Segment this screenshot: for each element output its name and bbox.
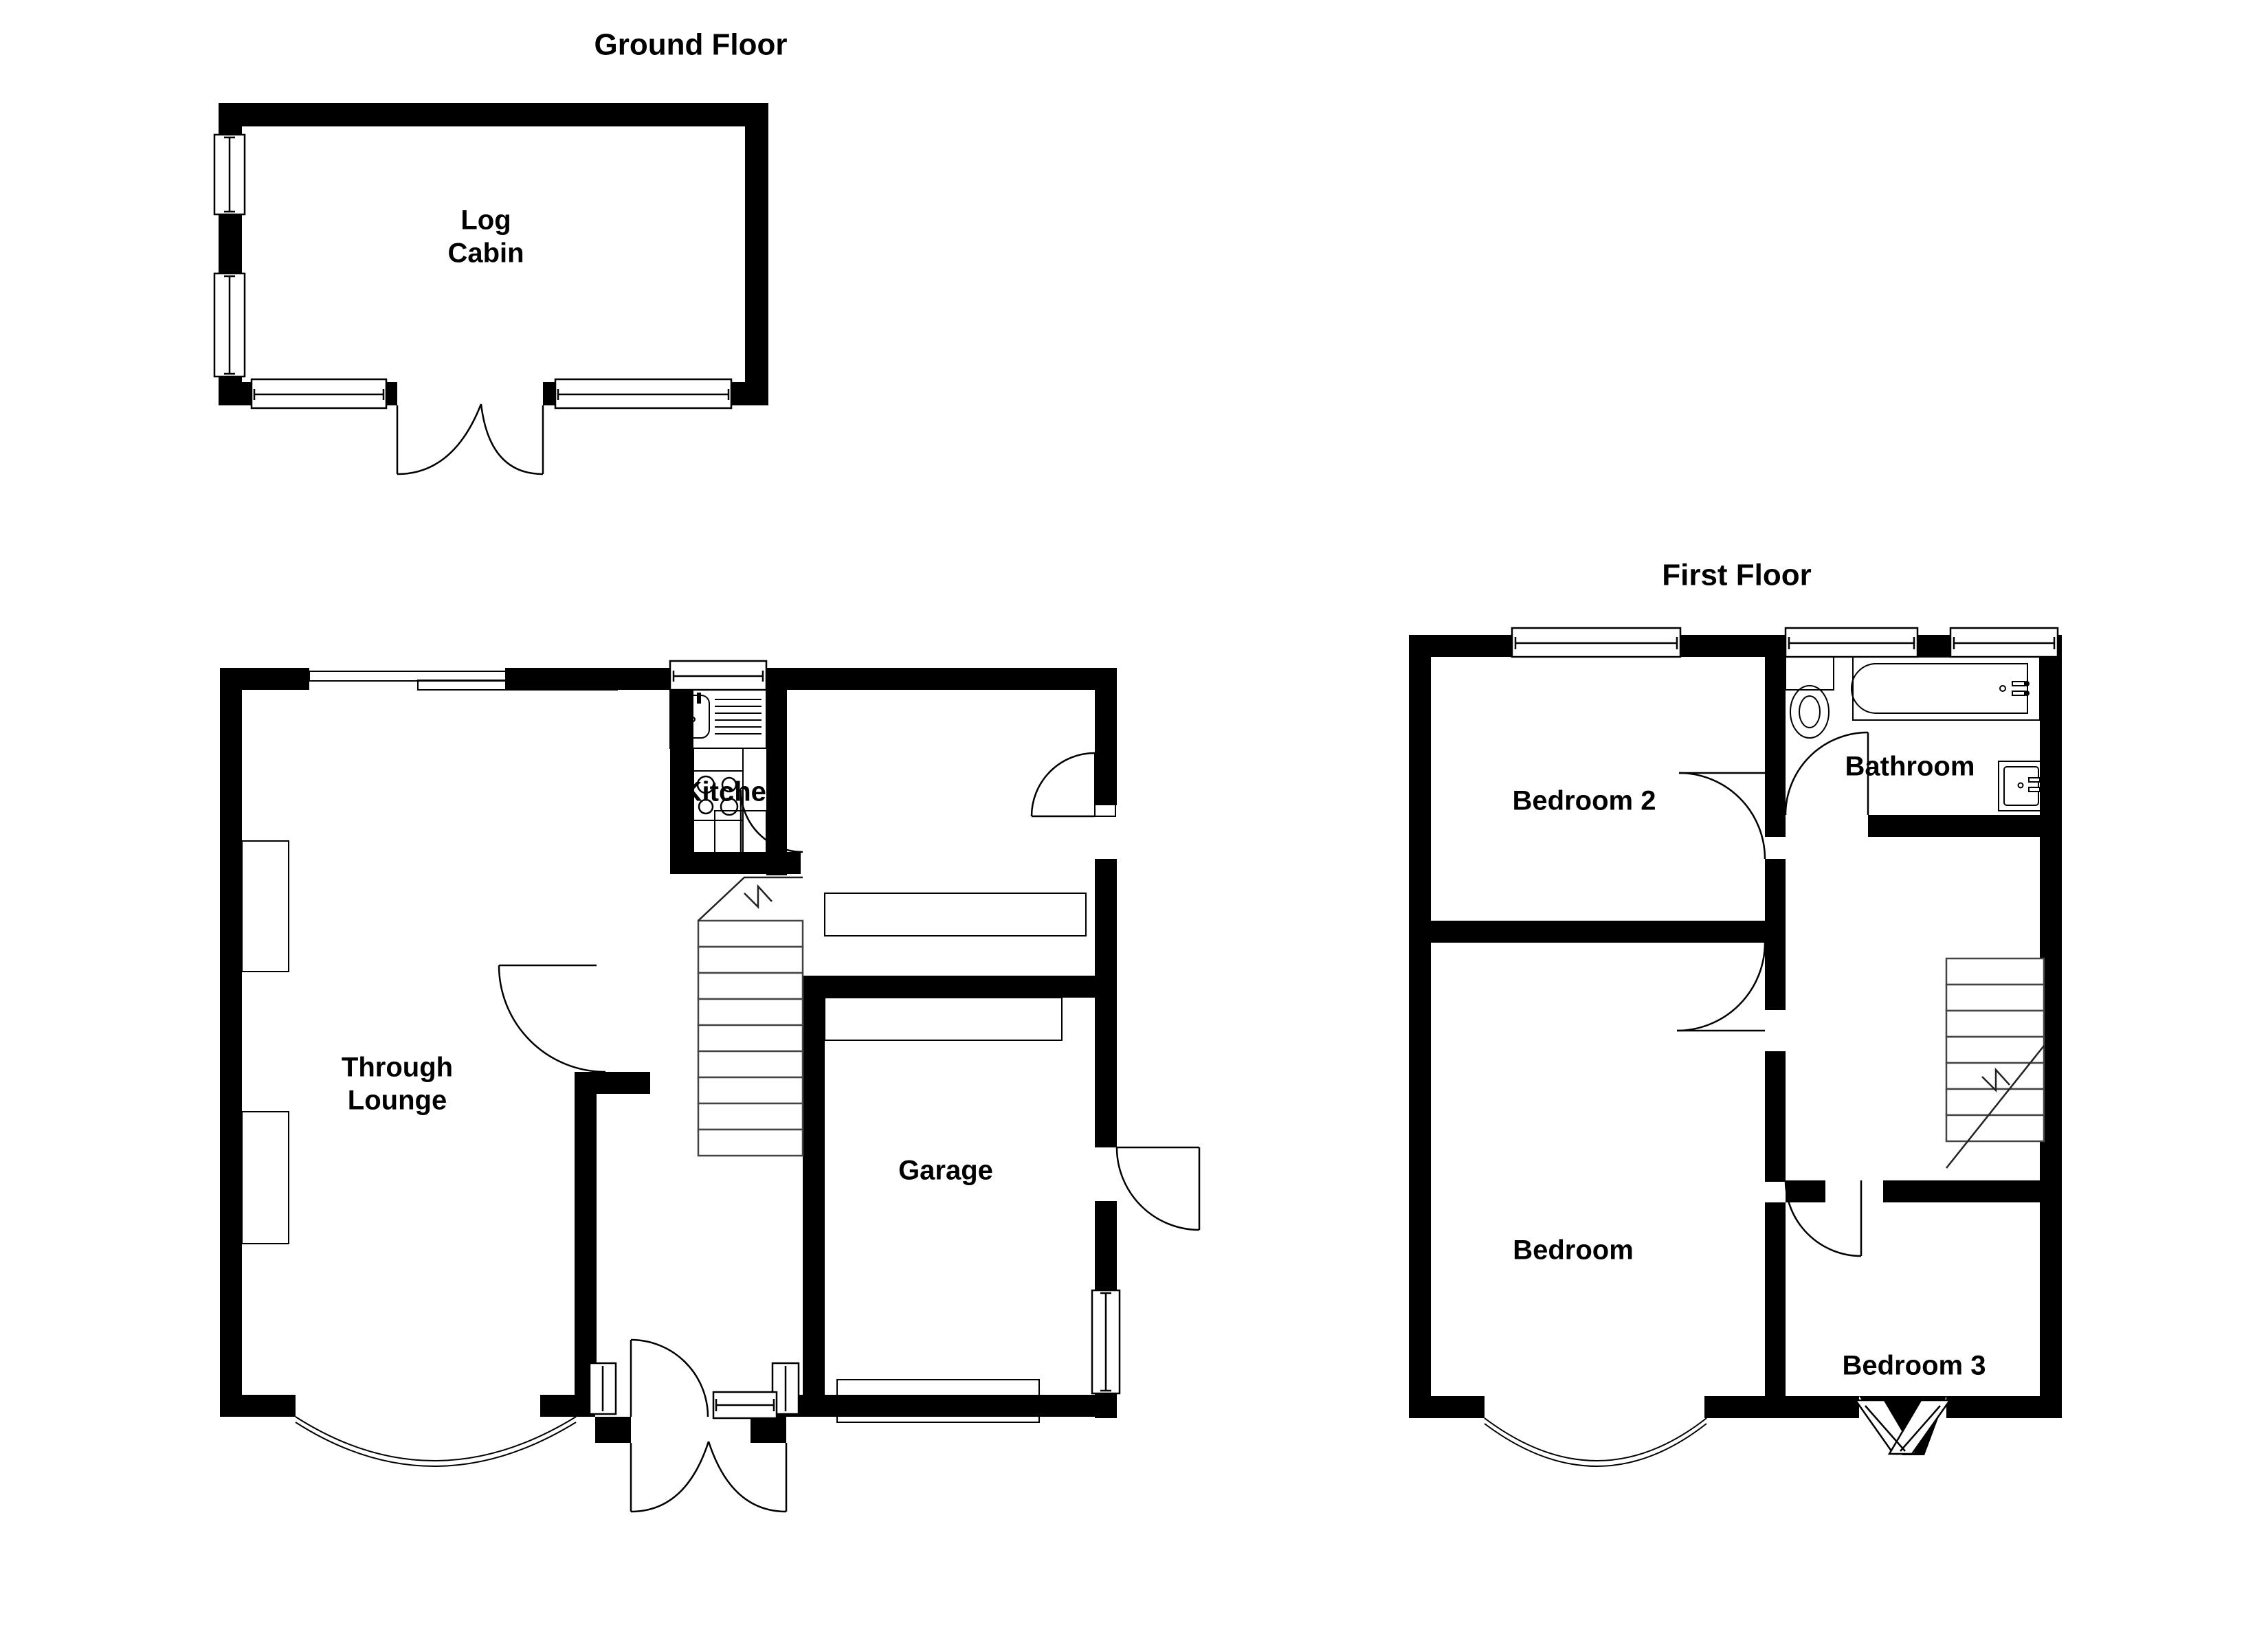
log-cabin-double-doors[interactable] [396, 403, 544, 475]
bathroom-window-right [1949, 627, 2059, 658]
bedroom-door[interactable] [1676, 942, 1766, 1032]
log-cabin-wall-left-a [219, 103, 242, 137]
hall-cupboard [714, 810, 767, 854]
bedroom2-door[interactable] [1678, 772, 1766, 860]
label-garage: Garage [898, 1156, 993, 1186]
gf-wall-bot-a [220, 1395, 296, 1417]
bathroom-door[interactable] [1784, 731, 1869, 816]
gf-wall-left [220, 668, 242, 1417]
label-kitchen: Kitchen [682, 777, 783, 807]
kitchen-sink [676, 693, 761, 739]
gf-wall-hall-left-top [575, 1072, 650, 1094]
gf-wall-right-a [1095, 668, 1117, 805]
ff-wall-bot-b [1704, 1396, 1859, 1418]
ff-wall-bath-jamb [1765, 815, 1786, 837]
label-through-lounge-line2: Lounge [348, 1086, 447, 1116]
first-floor-title: First Floor [1662, 559, 1812, 592]
ff-wall-bot-a [1409, 1396, 1485, 1418]
ff-wall-bed3-jamb [1786, 1180, 1825, 1202]
log-cabin-window-left-lower [213, 272, 246, 378]
label-through-lounge-line1: Through [342, 1053, 453, 1083]
label-bedroom-3: Bedroom 3 [1843, 1351, 1986, 1381]
bathroom-bath [1851, 656, 2041, 721]
lounge-window-upper [241, 840, 289, 972]
ff-wall-top-c [1917, 635, 1952, 657]
log-cabin-wall-bot-d [543, 382, 558, 405]
gf-wall-kitchen-left [670, 668, 693, 874]
log-cabin-wall-right [745, 103, 768, 405]
ff-wall-top-b [1677, 635, 1787, 657]
bedroom-bay-window [1484, 1417, 1707, 1467]
staircase-ground [697, 876, 804, 1157]
porch-wall-right [751, 1417, 786, 1443]
gf-wall-garage-left [803, 976, 825, 1402]
kitchen-external-door[interactable] [1030, 752, 1116, 818]
first-floor-plan: Bedroom 2 Bathroom Bedroom Bedroom 3 [1409, 627, 2062, 1467]
porch-double-doors[interactable] [630, 1441, 788, 1513]
label-bathroom: Bathroom [1845, 752, 1975, 782]
label-log-cabin-line2: Cabin [447, 238, 524, 269]
gf-wall-top-right [766, 668, 1117, 690]
gf-wall-hall-left [575, 1072, 597, 1402]
bedroom2-window [1511, 627, 1682, 658]
bedroom3-door[interactable] [1784, 1180, 1863, 1257]
ff-wall-left [1409, 635, 1431, 1418]
label-bedroom-2: Bedroom 2 [1513, 786, 1656, 816]
lounge-bay-window [295, 1416, 577, 1467]
hall-window-bottom [712, 1391, 778, 1420]
log-cabin-wall-left-b [219, 213, 242, 275]
gf-wall-bot-c [777, 1395, 1117, 1417]
log-cabin-window-bottom-right [554, 378, 733, 410]
label-bedroom: Bedroom [1513, 1235, 1634, 1266]
gf-wall-right-b [1095, 859, 1117, 1147]
ff-wall-bot-c [1946, 1396, 2062, 1418]
bathroom-basin [1998, 761, 2045, 811]
log-cabin-wall-bot-a [219, 382, 247, 405]
lounge-window-lower [241, 1111, 289, 1244]
log-cabin-window-left-upper [213, 133, 246, 216]
gf-wall-top-mid [505, 668, 670, 690]
front-door-internal[interactable] [630, 1338, 709, 1417]
kitchen-window [669, 660, 768, 691]
porch-light-left [588, 1362, 617, 1415]
log-cabin-window-bottom-left [250, 378, 388, 410]
ff-wall-bed-right-a [1765, 1051, 1786, 1182]
kitchen-door[interactable] [740, 789, 803, 853]
porch-wall-left [595, 1417, 631, 1443]
ff-wall-bath-bottom [1868, 815, 2062, 837]
garage-shelf-mid [824, 997, 1063, 1041]
gf-wall-kitchen-door-jamb [766, 852, 801, 874]
log-cabin-wall-bot-e [729, 382, 768, 405]
toilet-cistern [1785, 656, 1834, 691]
ff-wall-bed2-bottom [1409, 921, 1786, 943]
log-cabin-wall-bot-c [385, 382, 397, 405]
log-cabin-wall-top [219, 103, 768, 126]
hall-to-lounge-door[interactable] [498, 964, 606, 1073]
lounge-patio-slider[interactable] [309, 671, 618, 691]
ff-wall-bed-right-b [1765, 1202, 1786, 1396]
staircase-first [1945, 957, 2045, 1169]
gf-wall-garage-top [803, 976, 1117, 998]
ff-wall-bed2-right-a [1765, 657, 1786, 835]
bedroom3-bay-window[interactable] [1854, 1396, 1952, 1455]
bathroom-window-left [1784, 627, 1919, 658]
label-log-cabin-line1: Log [460, 205, 511, 236]
garage-side-window [1091, 1289, 1121, 1395]
ff-wall-bed3-top [1883, 1180, 2062, 1202]
gf-wall-kitchen-bot [670, 852, 766, 874]
toilet-pan [1790, 685, 1830, 739]
ground-floor-title: Ground Floor [594, 28, 787, 62]
kitchen-hob [693, 770, 744, 821]
toilet-bowl-inner [1799, 695, 1821, 728]
garage-shelf-top [824, 893, 1087, 936]
garage-side-door[interactable] [1115, 1146, 1201, 1231]
log-cabin-plan [213, 103, 768, 475]
garage-door[interactable] [836, 1379, 1040, 1423]
ground-floor-main-plan: Through Lounge Kitchen Garage [220, 660, 1201, 1513]
gf-wall-kitchen-right [766, 690, 787, 875]
